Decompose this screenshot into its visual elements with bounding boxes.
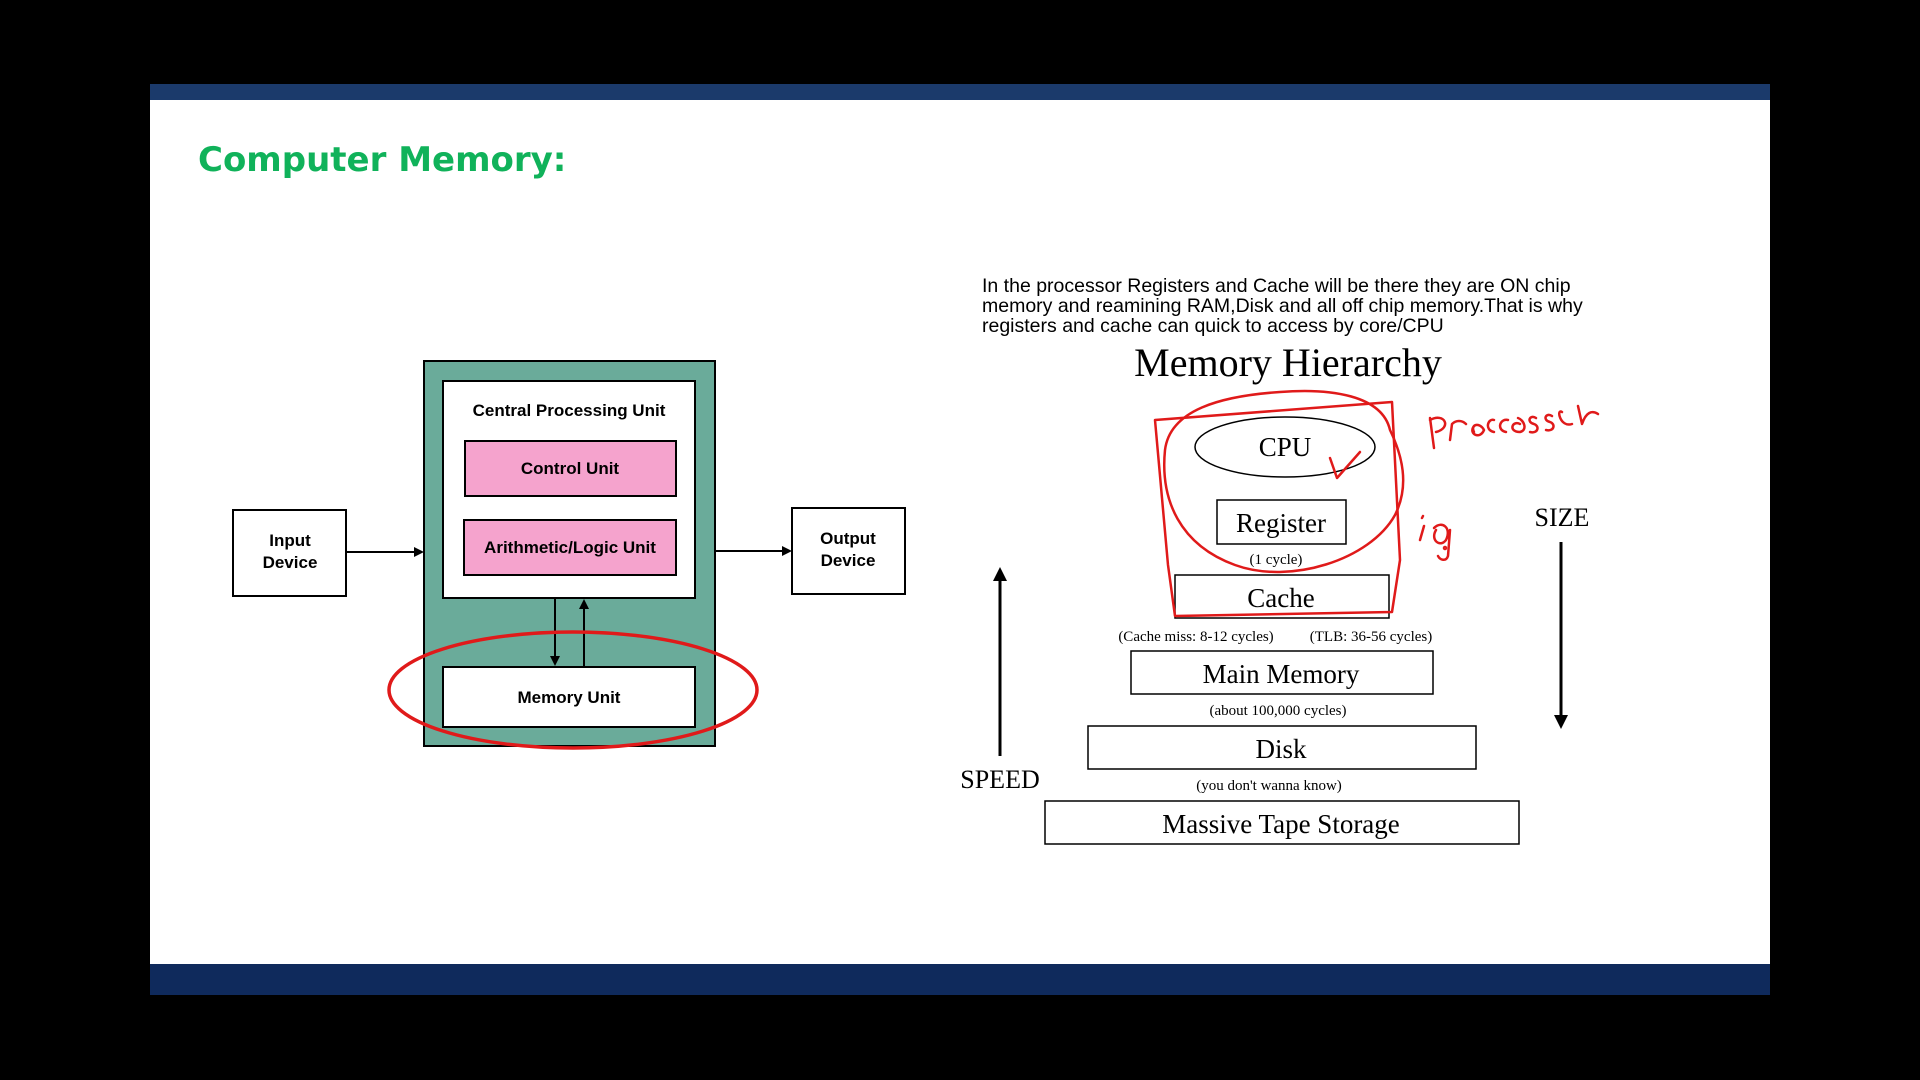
output-device-box bbox=[791, 507, 906, 595]
main-memory-label: Main Memory bbox=[1203, 659, 1360, 689]
slide-note: In the processor Registers and Cache wil… bbox=[982, 275, 1583, 337]
control-unit-label: Control Unit bbox=[521, 459, 620, 478]
control-unit-box bbox=[464, 440, 677, 497]
size-label: SIZE bbox=[1535, 503, 1590, 532]
cache-label: Cache bbox=[1247, 583, 1314, 613]
alu-label: Arithmetic/Logic Unit bbox=[484, 538, 656, 557]
processor-handwriting bbox=[1428, 404, 1600, 450]
hierarchy-title: Memory Hierarchy bbox=[1134, 340, 1442, 385]
hierarchy-cpu-ellipse bbox=[1194, 416, 1376, 478]
processor-box-annotation bbox=[1153, 400, 1402, 618]
input-device-label-2: Device bbox=[263, 553, 318, 572]
input-device-label-1: Input bbox=[269, 531, 311, 550]
cache-note-right: (TLB: 36-56 cycles) bbox=[1310, 629, 1432, 645]
alu-box bbox=[463, 519, 677, 576]
disk-label: Disk bbox=[1255, 734, 1307, 764]
output-device-label-1: Output bbox=[820, 529, 876, 548]
slide-title: Computer Memory: bbox=[198, 140, 567, 180]
tape-label: Massive Tape Storage bbox=[1162, 809, 1400, 839]
hierarchy-cpu-label: CPU bbox=[1259, 432, 1312, 462]
memory-unit-box bbox=[442, 666, 696, 728]
disk-box bbox=[1087, 725, 1477, 770]
slide-bottom-bar bbox=[150, 964, 1770, 995]
cpu-block-diagram: Input Device Central Processing Unit Con… bbox=[232, 360, 906, 750]
check-mark-annotation bbox=[1328, 450, 1362, 480]
memory-hierarchy-diagram: Memory Hierarchy CPU Register (1 cycle) … bbox=[960, 340, 1590, 845]
cpu-label: Central Processing Unit bbox=[473, 401, 666, 420]
input-device-box bbox=[232, 509, 347, 597]
memory-unit-label: Memory Unit bbox=[518, 688, 621, 707]
main-memory-note: (about 100,000 cycles) bbox=[1209, 703, 1346, 719]
iq-dot bbox=[1442, 545, 1448, 551]
speed-label: SPEED bbox=[960, 765, 1039, 794]
register-box bbox=[1216, 499, 1347, 545]
main-memory-box bbox=[1130, 650, 1434, 695]
iq-handwriting bbox=[1418, 514, 1452, 561]
slide: Computer Memory: In the processor Regist… bbox=[150, 84, 1770, 995]
cache-note-left: (Cache miss: 8-12 cycles) bbox=[1118, 629, 1273, 645]
register-label: Register bbox=[1236, 508, 1326, 538]
cache-box bbox=[1174, 574, 1390, 619]
handwritten-annotations bbox=[1153, 389, 1600, 618]
slide-top-bar bbox=[150, 84, 1770, 100]
processor-circle-annotation bbox=[1163, 389, 1405, 574]
output-device-label-2: Device bbox=[821, 551, 876, 570]
memory-unit-highlight-ellipse bbox=[387, 630, 759, 750]
disk-note: (you don't wanna know) bbox=[1196, 778, 1342, 794]
register-note: (1 cycle) bbox=[1250, 552, 1303, 568]
tape-box bbox=[1044, 800, 1520, 845]
